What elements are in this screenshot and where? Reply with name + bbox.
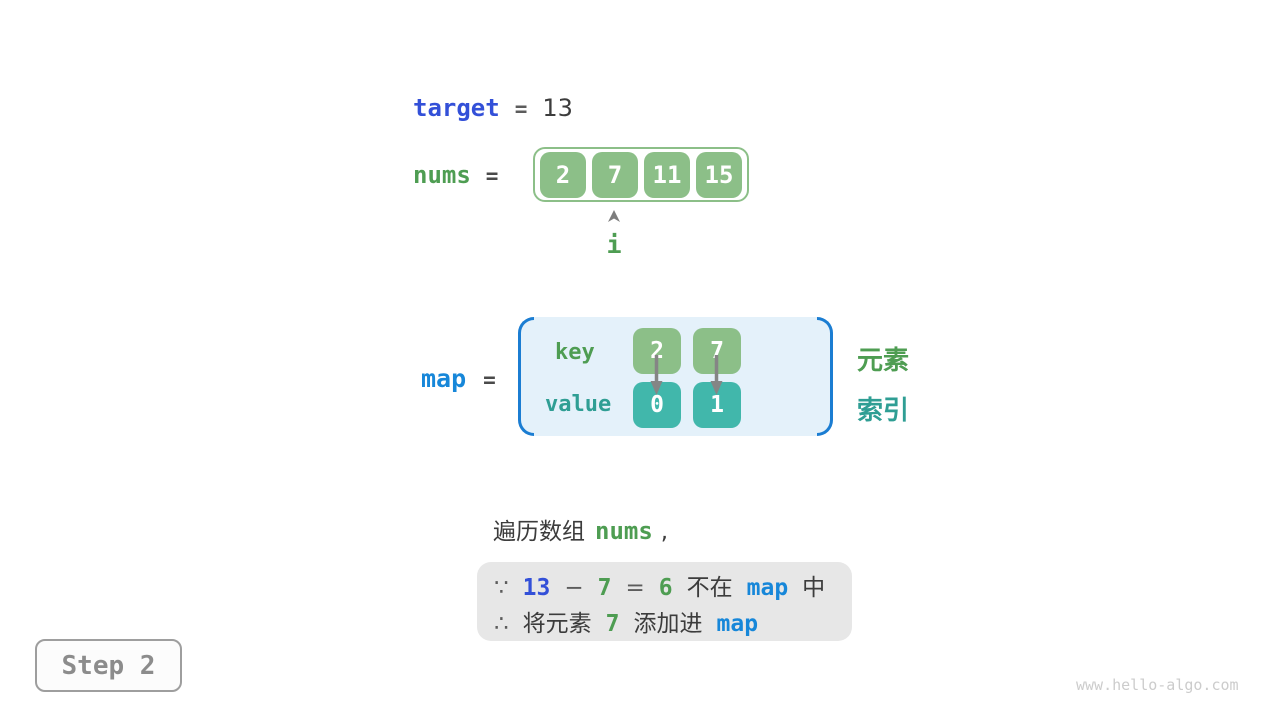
inference-note: ∵ 13 − 7 = 6 不在 map 中 ∴ 将元素 7 添加进 map — [477, 562, 852, 641]
key-to-value-arrow-icon — [710, 355, 723, 395]
nums-assignment: nums = — [413, 161, 498, 189]
map-assignment: map = — [421, 364, 496, 393]
map-value-label: value — [545, 392, 612, 417]
target-variable: target — [413, 94, 500, 122]
map-right-bracket — [817, 317, 833, 436]
target-number: 13 — [522, 575, 551, 601]
not-in-text: 不在 — [686, 575, 733, 601]
equals-sign: = — [625, 575, 645, 601]
map-variable: map — [421, 364, 467, 393]
equals-sign: = — [514, 97, 528, 121]
key-to-value-arrow-icon — [650, 355, 663, 395]
element-number: 7 — [605, 611, 620, 637]
array-cell: 15 — [696, 151, 742, 198]
target-assignment: target = 13 — [413, 94, 573, 122]
map-left-bracket — [518, 317, 534, 436]
nums-variable: nums — [413, 161, 471, 189]
array-cell: 2 — [540, 151, 586, 198]
minus-sign: − — [564, 575, 584, 601]
inference-line-1: ∵ 13 − 7 = 6 不在 map 中 — [494, 570, 852, 606]
element-label: 元素 — [857, 346, 910, 376]
index-pointer-arrow-icon — [608, 210, 620, 222]
map-var-ref: map — [716, 611, 759, 637]
caption-traverse-nums: 遍历数组 nums, — [493, 512, 668, 546]
caption-prefix: 遍历数组 — [493, 519, 585, 545]
nums-array: 2 7 11 15 — [533, 147, 749, 202]
step-badge: Step 2 — [35, 639, 182, 692]
add-action-text: 添加进 — [633, 611, 703, 637]
current-element: 7 — [597, 575, 612, 601]
site-watermark: www.hello-algo.com — [1076, 676, 1239, 694]
map-value-cell: 0 — [633, 382, 681, 428]
add-prefix-text: 将元素 — [522, 611, 592, 637]
map-container: key value 2 7 0 1 — [518, 317, 833, 436]
index-label: 索引 — [857, 396, 910, 426]
because-symbol: ∵ — [494, 575, 509, 601]
array-cell: 11 — [644, 151, 690, 198]
therefore-symbol: ∴ — [494, 611, 509, 637]
target-value: 13 — [542, 94, 573, 122]
inference-line-2: ∴ 将元素 7 添加进 map — [494, 606, 852, 642]
map-value-cell: 1 — [693, 382, 741, 428]
map-var-ref: map — [746, 575, 789, 601]
index-pointer-label: i — [606, 230, 622, 259]
array-cell: 7 — [592, 151, 638, 198]
map-key-label: key — [555, 340, 595, 365]
difference-value: 6 — [658, 575, 673, 601]
equals-sign: = — [483, 368, 496, 392]
equals-sign: = — [485, 164, 499, 188]
caption-comma: , — [660, 519, 669, 545]
caption-nums-var: nums — [595, 517, 653, 545]
in-suffix-text: 中 — [802, 575, 826, 601]
